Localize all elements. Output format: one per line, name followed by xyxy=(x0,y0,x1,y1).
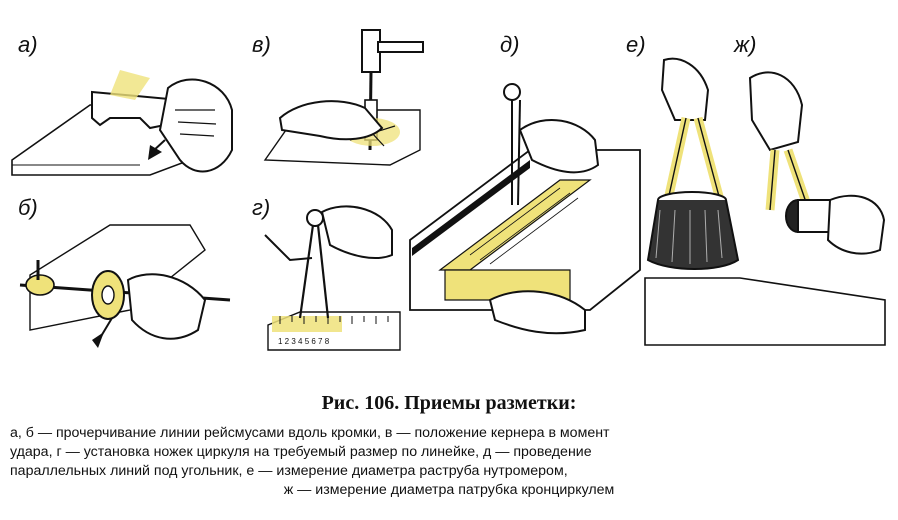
panel-e: е) xyxy=(626,32,886,346)
illustration-figure: а) в) д) xyxy=(11,29,886,351)
panel-d: д) xyxy=(409,32,641,335)
panel-v: в) xyxy=(252,29,424,166)
panel-label-zh: ж) xyxy=(733,32,756,57)
panel-label-g: г) xyxy=(252,195,270,220)
panel-label-e: е) xyxy=(626,32,646,57)
panel-label-d: д) xyxy=(500,32,520,57)
panel-label-a: а) xyxy=(18,32,38,57)
panel-label-b: б) xyxy=(18,195,38,220)
figure-caption-body: а, б — прочерчивание линии рейсмусами вд… xyxy=(10,424,888,500)
panel-label-v: в) xyxy=(252,32,271,57)
figure-caption-title: Рис. 106. Приемы разметки: xyxy=(321,392,577,414)
caption-line: параллельных линий под угольник, е — изм… xyxy=(10,463,568,479)
panel-zh: ж) xyxy=(733,32,886,255)
ruler-digits: 1 2 3 4 5 6 7 8 xyxy=(278,337,330,346)
panel-a: а) xyxy=(11,32,233,176)
caption-line: удара, г — установка ножек циркуля на тр… xyxy=(10,444,592,460)
caption-line: а, б — прочерчивание линии рейсмусами вд… xyxy=(10,425,610,441)
panel-b: б) xyxy=(18,195,231,348)
panel-g: г) 1 2 3 4 5 6 7 8 xyxy=(252,195,401,351)
caption-line: ж — измерение диаметра патрубка кронцирк… xyxy=(283,482,615,498)
